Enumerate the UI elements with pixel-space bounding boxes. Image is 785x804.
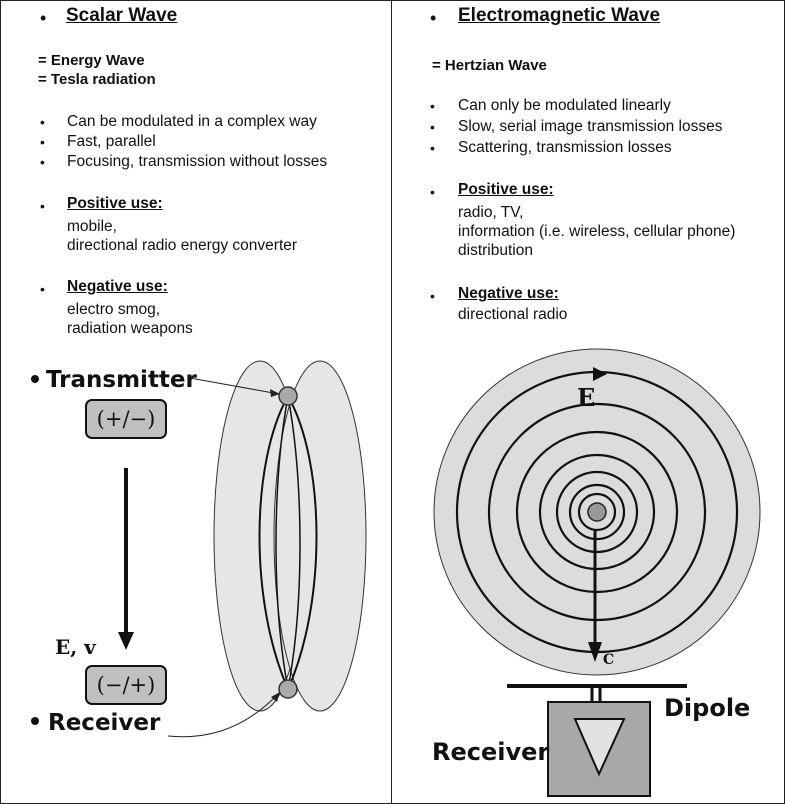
scalar-wave-diagram: Transmitter (+/−) E, v (−/+) Receiver — [31, 360, 367, 738]
field-label: E — [577, 383, 595, 412]
em-wave-diagram: E C Dipole Receiver — [432, 348, 761, 797]
scalar-property: Focusing, transmission without losses — [67, 153, 328, 170]
wave-ring — [538, 453, 656, 571]
receiver-label: Receiver — [48, 710, 161, 736]
field-direction-arrowhead — [593, 367, 607, 381]
field-line — [275, 395, 289, 690]
pointer-arrowhead — [270, 389, 280, 397]
transmitter-node — [278, 386, 298, 406]
em-receiver-label: Receiver — [432, 738, 549, 766]
em-equivalent: = Hertzian Wave — [432, 57, 547, 74]
bullet: • — [40, 198, 45, 214]
em-property: Scattering, transmission losses — [458, 139, 672, 156]
scalar-positive-item: mobile, — [67, 218, 117, 235]
transmitter-polarity: (+/−) — [97, 407, 156, 431]
bullet: • — [430, 288, 435, 304]
wave-ring — [487, 402, 707, 622]
propagation-arrowhead — [118, 632, 134, 650]
receiver-polarity-box — [85, 665, 167, 705]
scalar-equivalent: = Tesla radiation — [38, 71, 156, 88]
em-negative-label: Negative use: — [458, 285, 559, 302]
scalar-negative-label: Negative use: — [67, 278, 168, 295]
scalar-property: Fast, parallel — [67, 133, 156, 150]
bullet: • — [430, 140, 435, 156]
bullet: • — [430, 119, 435, 135]
em-positive-item: radio, TV, — [458, 204, 524, 221]
wave-ring — [515, 430, 679, 594]
scalar-positive-item: directional radio energy converter — [67, 237, 298, 254]
transmitter-polarity-box — [85, 399, 167, 439]
pointer-arrowhead — [271, 692, 280, 702]
source-node — [587, 502, 607, 522]
receiver-pointer — [167, 692, 280, 738]
wave-ring — [568, 483, 626, 541]
em-property: Slow, serial image transmission losses — [458, 118, 723, 135]
column-divider — [391, 0, 392, 804]
scalar-property: Can be modulated in a complex way — [67, 113, 317, 130]
scalar-positive-label: Positive use: — [67, 195, 163, 212]
dipole-label: Dipole — [664, 694, 750, 722]
bullet: • — [430, 184, 435, 200]
field-line — [287, 395, 301, 690]
transmitter-dot — [31, 375, 39, 383]
em-positive-label: Positive use: — [458, 181, 554, 198]
bullet: • — [40, 154, 45, 170]
propagation-arrowhead — [588, 642, 602, 662]
em-property: Can only be modulated linearly — [458, 97, 671, 114]
wave-ring — [577, 492, 617, 532]
scalar-negative-item: radiation weapons — [67, 320, 193, 337]
bullet: • — [40, 8, 47, 28]
scalar-title: Scalar Wave — [66, 5, 178, 26]
bullet: • — [40, 281, 45, 297]
scalar-negative-item: electro smog, — [67, 301, 161, 318]
em-negative-item: directional radio — [458, 306, 568, 323]
bullet: • — [430, 98, 435, 114]
bullet: • — [430, 8, 437, 28]
receiver-node — [278, 679, 298, 699]
receiver-dot — [31, 717, 39, 725]
field-line — [287, 395, 318, 690]
em-positive-item: distribution — [458, 242, 533, 259]
wave-ring — [555, 470, 639, 554]
em-title: Electromagnetic Wave — [458, 5, 661, 26]
bullet: • — [40, 134, 45, 150]
receiver-polarity: (−/+) — [97, 673, 156, 697]
point-c-label: C — [603, 652, 614, 668]
transmitter-label: Transmitter — [46, 367, 198, 393]
scalar-equivalent: = Energy Wave — [38, 52, 145, 69]
receiver-triangle — [573, 718, 626, 777]
transmitter-pointer — [189, 377, 280, 395]
field-line — [258, 395, 289, 690]
em-positive-item: information (i.e. wireless, cellular pho… — [458, 223, 736, 240]
bullet: • — [40, 114, 45, 130]
ev-label: E, v — [55, 635, 97, 659]
outer-field-lobe — [273, 360, 367, 712]
